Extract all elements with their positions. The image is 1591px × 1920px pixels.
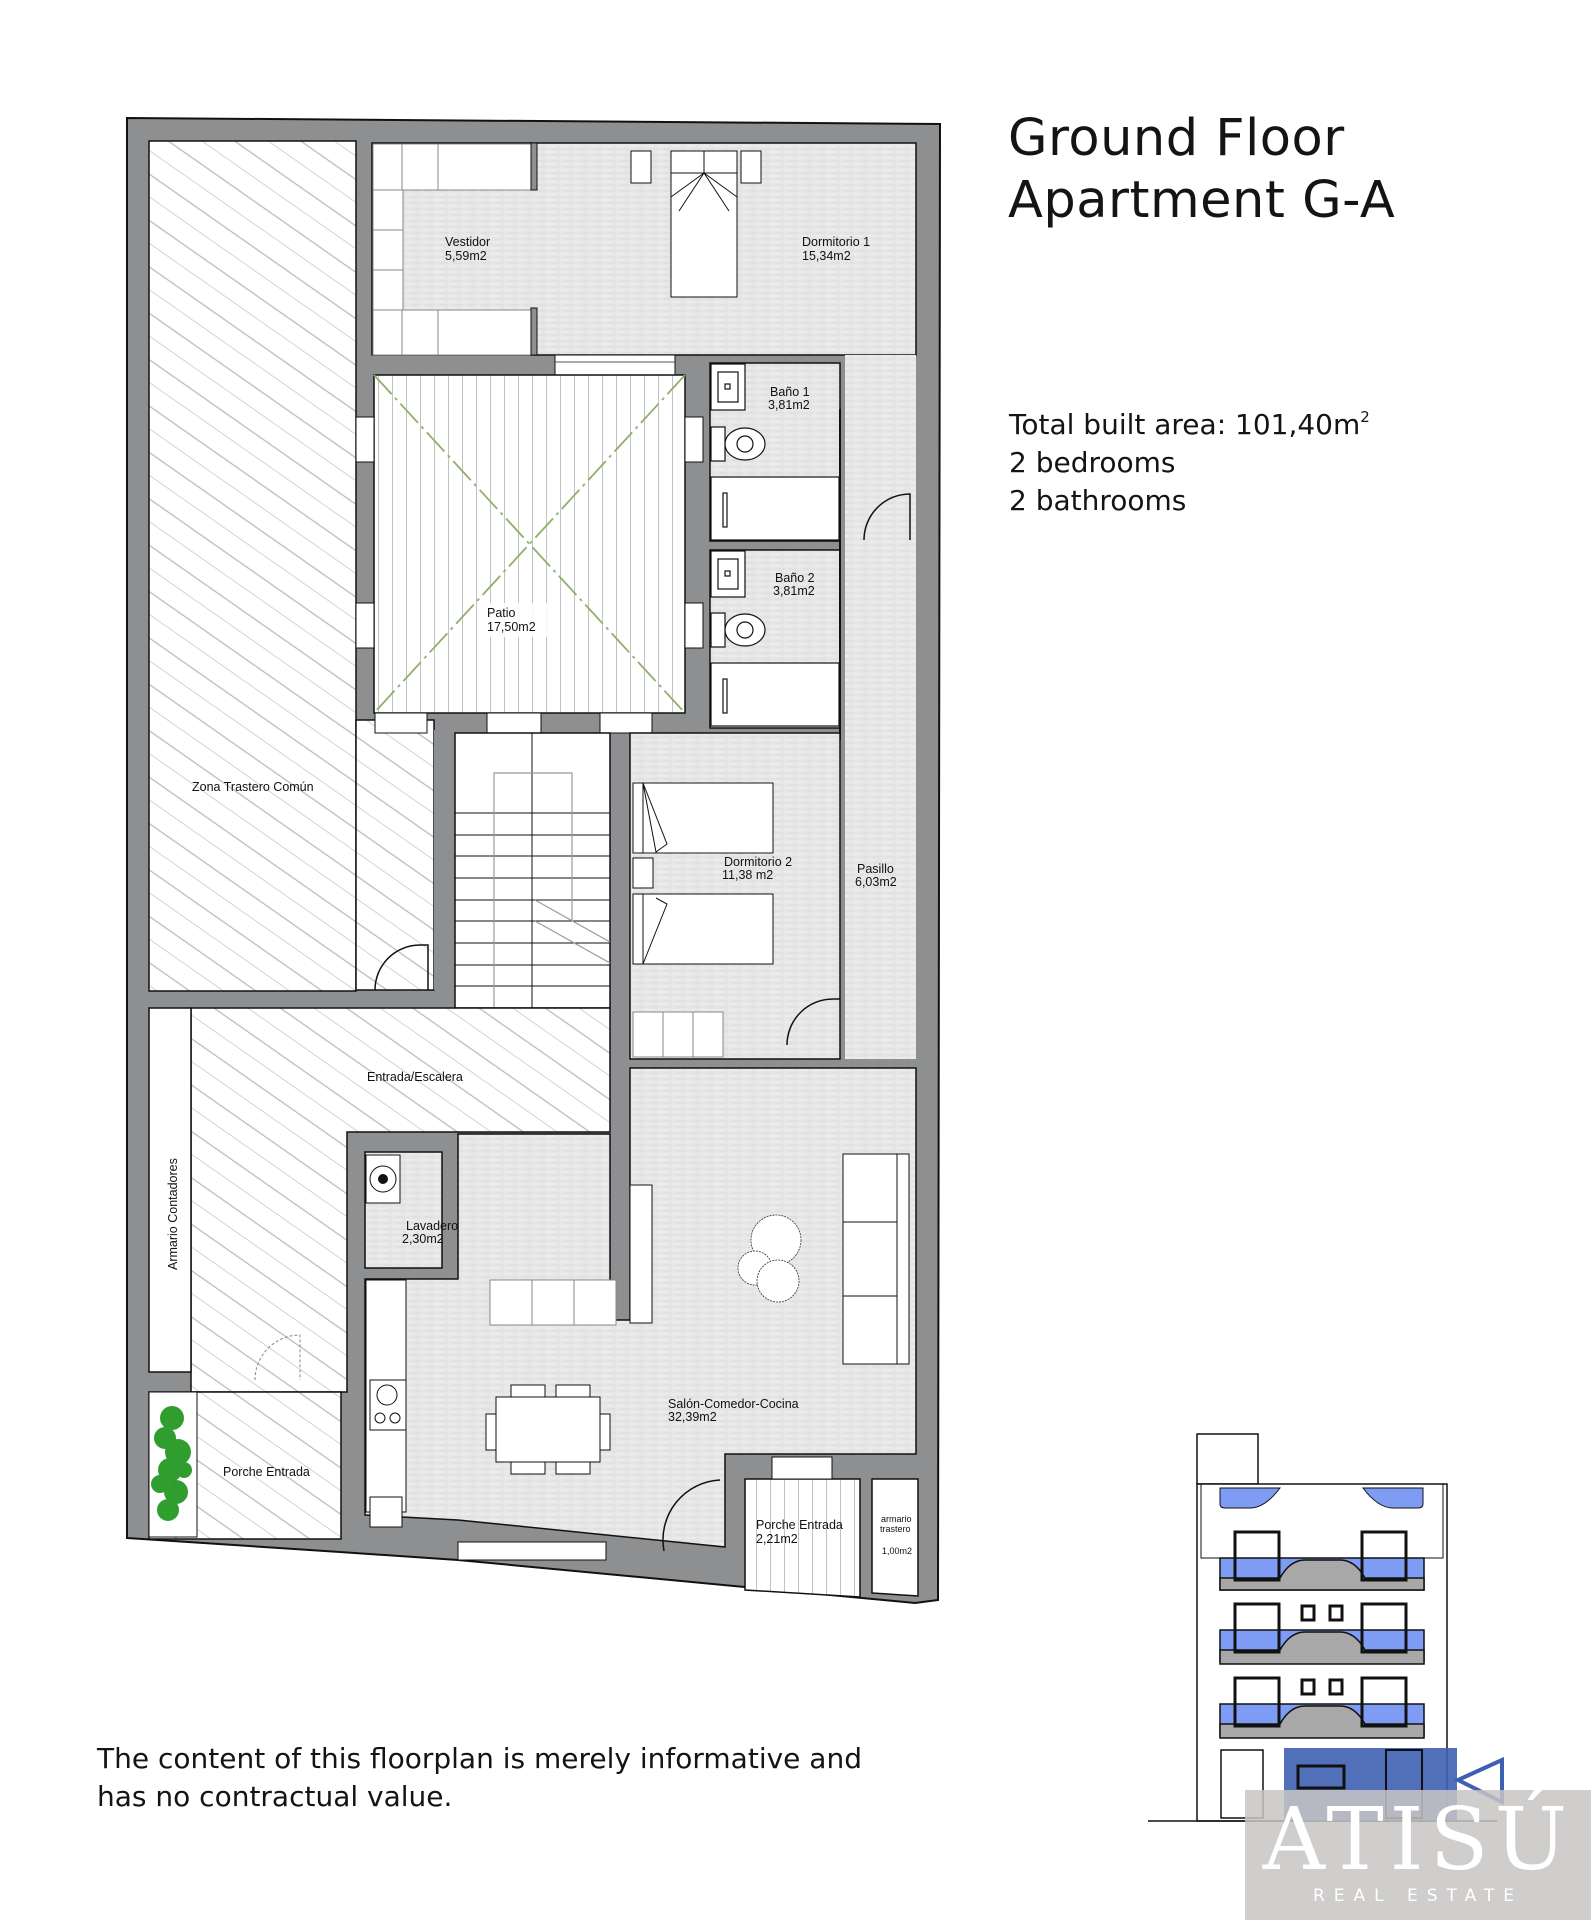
label-zona-trastero-comun: Zona Trastero Común bbox=[192, 780, 314, 794]
disclaimer-text: The content of this floorplan is merely … bbox=[97, 1740, 862, 1816]
armario-contadores-area bbox=[148, 1007, 192, 1373]
wardrobe bbox=[372, 143, 532, 356]
plan-title: Ground Floor Apartment G-A bbox=[1008, 108, 1395, 232]
bedroom-count: 2 bedrooms bbox=[1009, 446, 1176, 479]
brand-watermark: ATISÚ REAL ESTATE bbox=[1245, 1790, 1591, 1920]
sofa bbox=[842, 1153, 910, 1365]
label-armario-contadores: Armario Contadores bbox=[166, 1158, 180, 1270]
bathroom-fixtures bbox=[710, 363, 840, 727]
total-built-area: Total built area: 101,40m2 bbox=[1009, 408, 1370, 441]
label-entrada-escalera: Entrada/Escalera bbox=[367, 1070, 463, 1084]
kitchen-counter bbox=[365, 1279, 407, 1528]
bathroom-count: 2 bathrooms bbox=[1009, 484, 1187, 517]
plant-icon bbox=[151, 1406, 192, 1521]
twin-beds bbox=[632, 782, 774, 965]
lavadero-area bbox=[364, 1151, 443, 1269]
dining-table bbox=[485, 1384, 611, 1475]
brand-name: ATISÚ bbox=[1262, 1790, 1574, 1890]
title-line-apartment: Apartment G-A bbox=[1008, 171, 1396, 230]
disclaimer-line-1: The content of this floorplan is merely … bbox=[97, 1742, 862, 1775]
ottomans bbox=[737, 1214, 802, 1303]
double-bed bbox=[630, 150, 762, 298]
apartment-summary: Total built area: 101,40m2 2 bedrooms 2 … bbox=[1009, 398, 1370, 520]
armario-trastero-area bbox=[871, 1478, 919, 1597]
brand-subtitle: REAL ESTATE bbox=[1312, 1886, 1524, 1906]
pasillo-area bbox=[845, 355, 916, 1059]
title-line-floor: Ground Floor bbox=[1008, 109, 1345, 168]
zona-trastero-comun-area bbox=[148, 140, 357, 992]
label-porche-entrada-left: Porche Entrada bbox=[223, 1465, 310, 1479]
disclaimer-line-2: has no contractual value. bbox=[97, 1780, 453, 1813]
